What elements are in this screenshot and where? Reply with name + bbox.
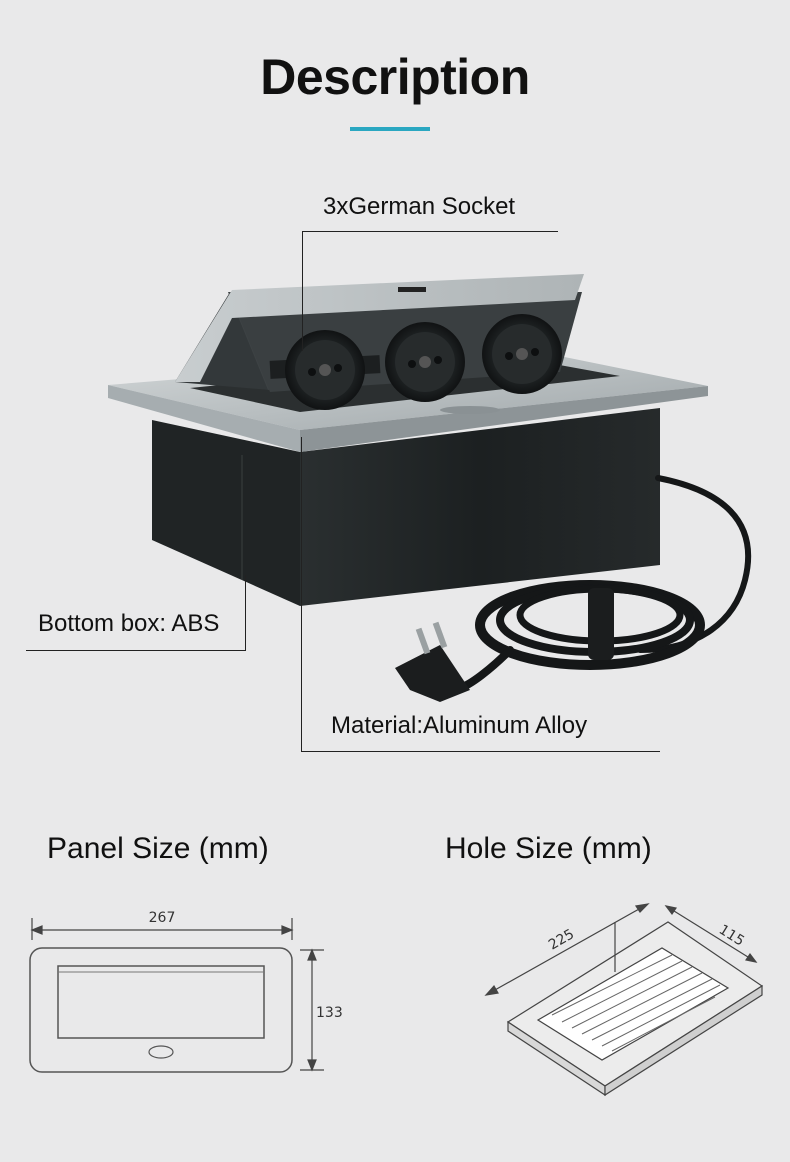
bottom-box-callout-line (26, 650, 246, 651)
panel-size-diagram: 267 133 (29, 910, 343, 1073)
material-callout-line (301, 751, 660, 752)
bottom-box (152, 408, 660, 606)
bottom-box-callout-leader (245, 575, 246, 651)
hole-length-label: 225 (546, 926, 577, 953)
title-underline (350, 127, 430, 131)
hole-size-diagram: 225 115 (484, 903, 764, 1097)
panel-size-title: Panel Size (mm) (47, 832, 269, 865)
hole-size-title: Hole Size (mm) (445, 832, 652, 865)
sockets-callout: 3xGerman Socket (323, 193, 516, 220)
page-title: Description (260, 49, 530, 105)
socket-2 (385, 322, 465, 402)
hole-width-label: 115 (716, 922, 747, 950)
sockets-callout-leader (302, 231, 303, 351)
schuko-plug (395, 621, 470, 702)
sockets-callout-line (302, 231, 558, 232)
material-callout-leader (301, 437, 302, 752)
panel-width-label: 267 (149, 910, 176, 926)
socket-1 (269, 330, 381, 410)
material-callout: Material:Aluminum Alloy (331, 712, 588, 739)
product-image (108, 274, 752, 702)
panel-height-label: 133 (316, 1005, 343, 1021)
socket-3 (482, 314, 562, 394)
bottom-box-callout: Bottom box: ABS (38, 610, 220, 637)
